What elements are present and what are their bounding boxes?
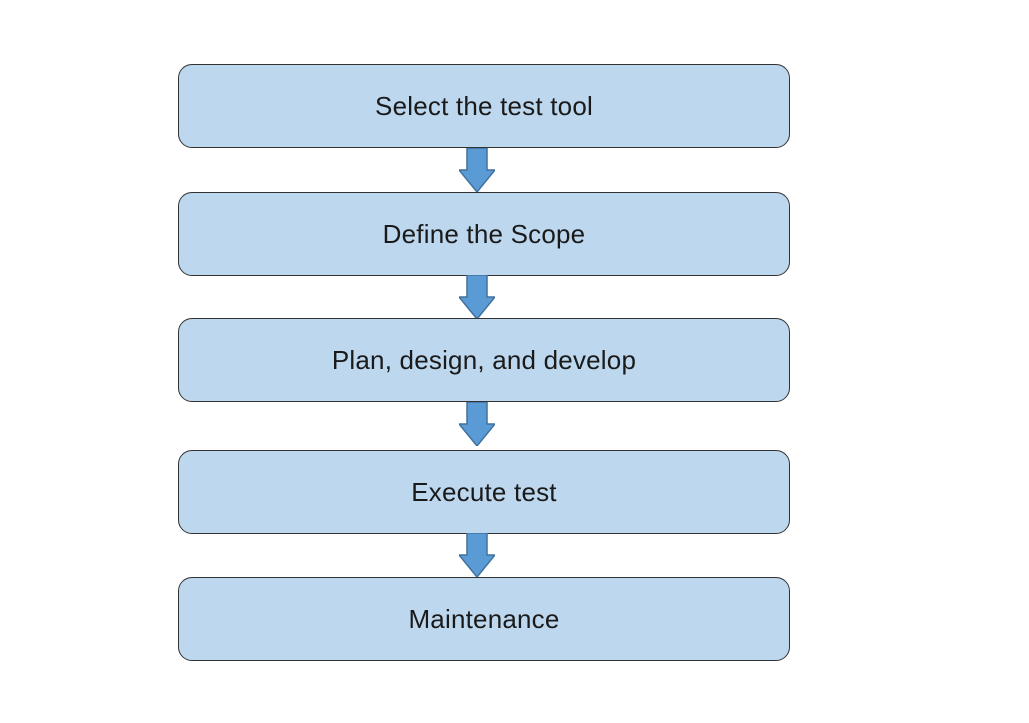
flow-step-label: Plan, design, and develop (331, 344, 637, 375)
flow-step-define-scope: Define the Scope (178, 192, 790, 276)
flow-step-select-test-tool: Select the test tool (178, 64, 790, 148)
down-arrow-icon (459, 533, 495, 577)
flow-step-label: Select the test tool (375, 90, 593, 121)
down-arrow-icon (459, 148, 495, 192)
flow-step-execute-test: Execute test (178, 450, 790, 534)
down-arrow-icon (459, 275, 495, 319)
flow-step-maintenance: Maintenance (178, 577, 790, 661)
flow-step-label: Define the Scope (382, 218, 586, 249)
flow-step-plan-design-develop: Plan, design, and develop (178, 318, 790, 402)
flow-step-label: Maintenance (408, 603, 560, 634)
flow-step-label: Execute test (411, 476, 557, 507)
down-arrow-icon (459, 402, 495, 446)
